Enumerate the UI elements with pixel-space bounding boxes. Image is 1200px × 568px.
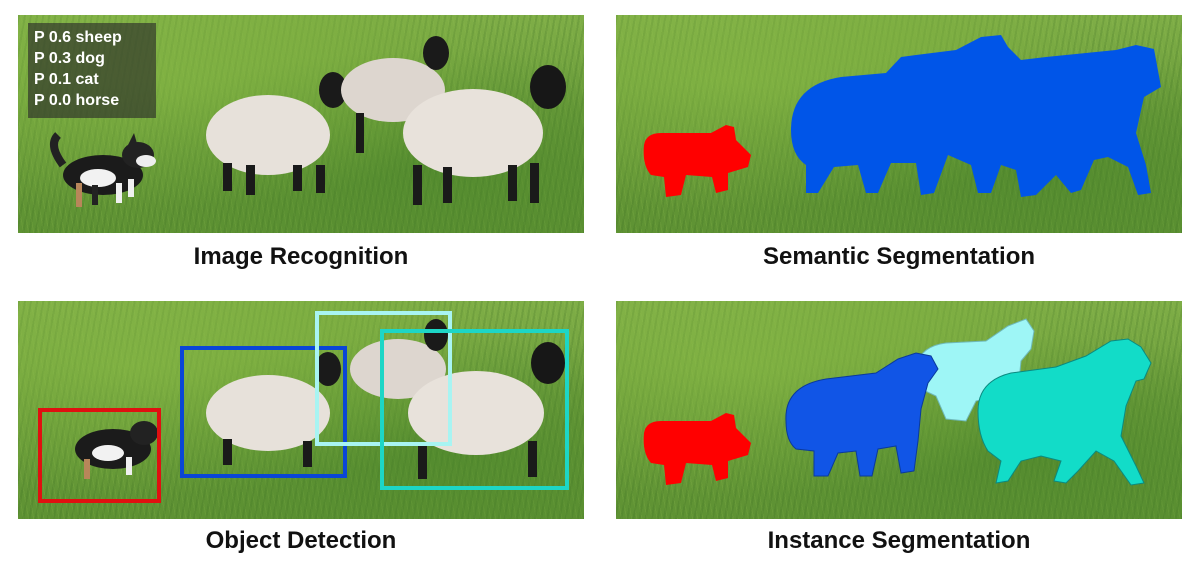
semantic-masks: [643, 35, 1161, 197]
caption-object-detection: Object Detection: [205, 527, 397, 554]
semantic-segmentation-photo: [616, 15, 1182, 233]
sheep-figure-3: [408, 342, 565, 479]
animals-photo-detection: [75, 319, 565, 479]
caption-instance-segmentation: Instance Segmentation: [767, 527, 1031, 554]
sheep-bounding-box-3: [380, 329, 569, 490]
sheep-figure-1: [206, 72, 347, 195]
object-detection-photo: [18, 301, 584, 519]
probability-label: P 0.0 horse: [34, 92, 120, 109]
probability-label: P 0.6 sheep: [34, 29, 122, 46]
sheep-figure-3: [403, 65, 566, 205]
dog-instance-mask: [643, 413, 751, 485]
dog-figure: [50, 132, 156, 207]
sheep-figure-1: [206, 352, 341, 467]
caption-semantic-segmentation: Semantic Segmentation: [762, 243, 1036, 270]
sheep-bounding-box-1: [180, 346, 347, 478]
instance-masks: [643, 318, 1152, 486]
dog-mask: [643, 125, 751, 197]
animals-photo: [50, 36, 566, 207]
dog-bounding-box: [38, 408, 161, 503]
caption-image-recognition: Image Recognition: [193, 243, 409, 270]
probability-label: P 0.3 dog: [34, 50, 105, 67]
image-recognition-photo: P 0.6 sheep P 0.3 dog P 0.1 cat P 0.0 ho…: [18, 15, 584, 233]
sheep-figure-2: [350, 319, 448, 399]
sheep-instance-mask-3: [977, 338, 1152, 486]
sheep-instance-mask-1: [785, 352, 939, 477]
class-probabilities-box: P 0.6 sheep P 0.3 dog P 0.1 cat P 0.0 ho…: [28, 23, 156, 118]
instance-segmentation-photo: [616, 301, 1182, 519]
sheep-mask-group: [791, 35, 1161, 197]
dog-figure: [75, 421, 158, 479]
probability-label: P 0.1 cat: [34, 71, 99, 88]
